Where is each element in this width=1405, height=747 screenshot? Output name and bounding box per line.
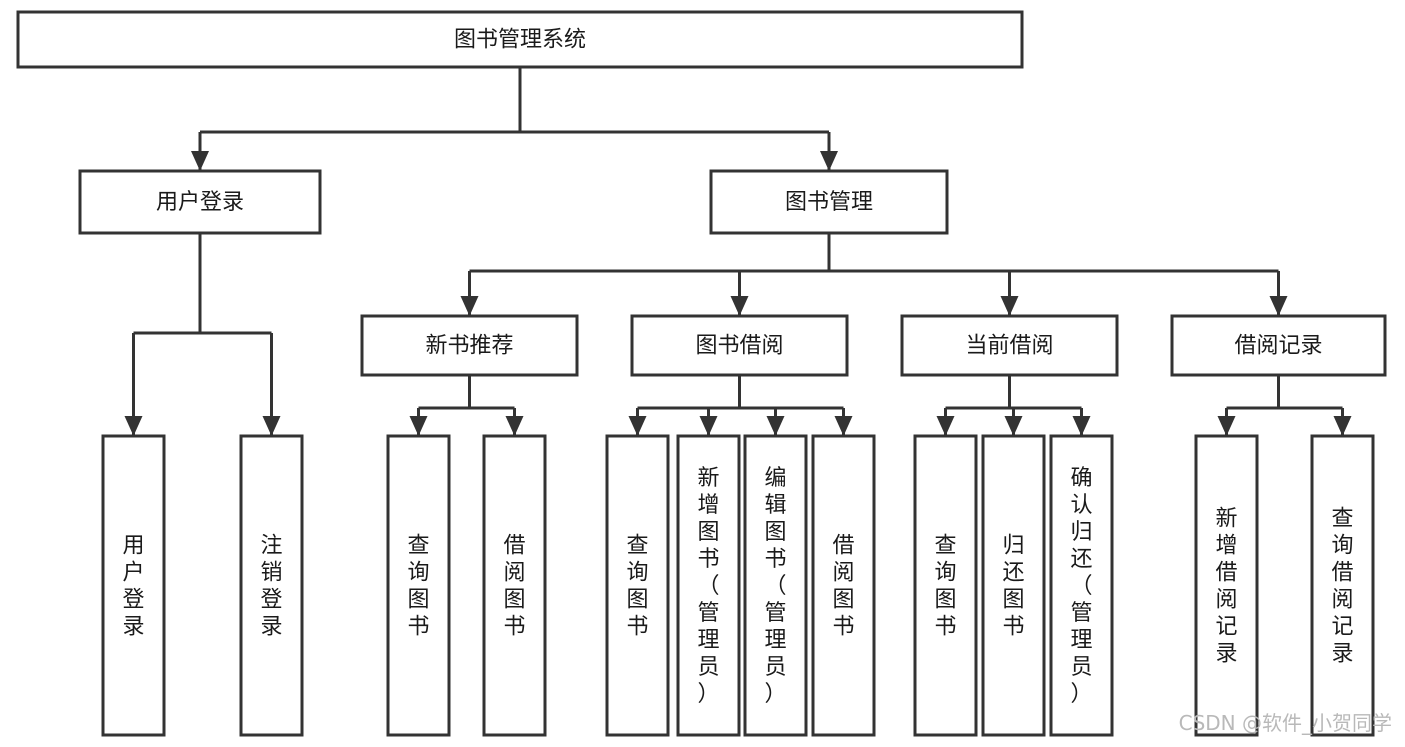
node-box-l-query-book-1[interactable] xyxy=(386,434,451,737)
node-label-l-query-book-2: 查询图书 xyxy=(626,534,648,640)
arrow-head-icon-l-query-record xyxy=(1333,416,1352,436)
node-label-l-add-record: 新增借阅记录 xyxy=(1215,507,1237,667)
node-box-l-query-book-2[interactable] xyxy=(605,434,670,737)
node-l-add-book[interactable]: 新增图书（管理员） xyxy=(676,434,741,737)
node-n-book-borrow[interactable]: 图书借阅 xyxy=(630,314,849,377)
node-l-borrow-book-2[interactable]: 借阅图书 xyxy=(811,434,876,737)
node-l-query-book-1[interactable]: 查询图书 xyxy=(386,434,451,737)
node-box-n-borrow-record[interactable] xyxy=(1170,314,1387,377)
node-label-l-logout: 注销登录 xyxy=(260,534,282,640)
node-box-n-new-book-rec[interactable] xyxy=(360,314,579,377)
node-label-n-book-manage: 图书管理 xyxy=(785,190,873,215)
node-label-l-query-book-3: 查询图书 xyxy=(934,534,956,640)
csdn-watermark: CSDN @软件_小贺同学 xyxy=(1179,711,1392,735)
node-n-borrow-record[interactable]: 借阅记录 xyxy=(1170,314,1387,377)
node-box-l-edit-book[interactable] xyxy=(743,434,808,737)
arrow-head-icon-l-add-record xyxy=(1217,416,1236,436)
node-label-n-book-borrow: 图书借阅 xyxy=(695,334,783,359)
arrow-head-icon-n-borrow-record xyxy=(1269,296,1288,316)
node-box-n-book-manage[interactable] xyxy=(709,169,949,235)
node-l-query-record[interactable]: 查询借阅记录 xyxy=(1310,434,1375,737)
node-box-l-add-record[interactable] xyxy=(1194,434,1259,737)
node-box-n-current-borrow[interactable] xyxy=(900,314,1119,377)
node-box-l-query-record[interactable] xyxy=(1310,434,1375,737)
arrow-head-icon-l-borrow-book-1 xyxy=(505,416,524,436)
arrow-head-icon-n-current-borrow xyxy=(1000,296,1019,316)
node-n-current-borrow[interactable]: 当前借阅 xyxy=(900,314,1119,377)
node-label-l-confirm-return: 确认归还（管理员） xyxy=(1070,466,1092,707)
node-box-l-query-book-3[interactable] xyxy=(913,434,978,737)
node-l-query-book-2[interactable]: 查询图书 xyxy=(605,434,670,737)
node-label-n-new-book-rec: 新书推荐 xyxy=(425,334,513,359)
arrow-head-icon-l-edit-book xyxy=(766,416,785,436)
node-n-new-book-rec[interactable]: 新书推荐 xyxy=(360,314,579,377)
node-l-return-book[interactable]: 归还图书 xyxy=(981,434,1046,737)
node-box-l-confirm-return[interactable] xyxy=(1049,434,1114,737)
node-label-l-borrow-book-2: 借阅图书 xyxy=(832,534,854,640)
node-box-l-logout[interactable] xyxy=(239,434,304,737)
arrow-head-icon-l-query-book-2 xyxy=(628,416,647,436)
node-box-n-user-login[interactable] xyxy=(78,169,322,235)
arrow-head-icon-n-book-manage xyxy=(820,151,838,171)
node-label-l-borrow-book-1: 借阅图书 xyxy=(503,534,525,640)
node-box-l-borrow-book-2[interactable] xyxy=(811,434,876,737)
node-box-n-book-borrow[interactable] xyxy=(630,314,849,377)
node-l-query-book-3[interactable]: 查询图书 xyxy=(913,434,978,737)
node-l-edit-book[interactable]: 编辑图书（管理员） xyxy=(743,434,808,737)
node-box-root[interactable] xyxy=(16,10,1024,69)
node-label-l-edit-book: 编辑图书（管理员） xyxy=(764,466,786,707)
node-label-n-user-login: 用户登录 xyxy=(156,190,244,215)
arrow-head-icon-l-borrow-book-2 xyxy=(834,416,853,436)
node-box-l-borrow-book-1[interactable] xyxy=(482,434,547,737)
node-l-user-login[interactable]: 用户登录 xyxy=(101,434,166,737)
arrow-head-icon-l-add-book xyxy=(699,416,718,436)
arrow-head-icon-l-return-book xyxy=(1004,416,1023,436)
node-label-n-current-borrow: 当前借阅 xyxy=(965,334,1053,359)
arrow-head-icon-l-query-book-3 xyxy=(936,416,955,436)
arrow-head-icon-n-new-book-rec xyxy=(460,296,479,316)
node-l-borrow-book-1[interactable]: 借阅图书 xyxy=(482,434,547,737)
arrow-head-icon-l-user-login xyxy=(124,416,143,436)
node-label-l-user-login: 用户登录 xyxy=(122,534,144,640)
node-label-root: 图书管理系统 xyxy=(454,28,586,53)
node-label-n-borrow-record: 借阅记录 xyxy=(1234,334,1322,359)
node-l-confirm-return[interactable]: 确认归还（管理员） xyxy=(1049,434,1114,737)
node-label-l-add-book: 新增图书（管理员） xyxy=(697,466,719,707)
node-n-book-manage[interactable]: 图书管理 xyxy=(709,169,949,235)
node-box-l-return-book[interactable] xyxy=(981,434,1046,737)
node-box-l-add-book[interactable] xyxy=(676,434,741,737)
node-label-l-return-book: 归还图书 xyxy=(1002,534,1024,640)
node-n-user-login[interactable]: 用户登录 xyxy=(78,169,322,235)
arrow-head-icon-l-confirm-return xyxy=(1072,416,1091,436)
node-label-l-query-record: 查询借阅记录 xyxy=(1331,507,1353,667)
node-label-l-query-book-1: 查询图书 xyxy=(407,534,429,640)
node-layer: 图书管理系统用户登录图书管理新书推荐图书借阅当前借阅借阅记录用户登录注销登录查询… xyxy=(16,10,1387,737)
node-box-l-user-login[interactable] xyxy=(101,434,166,737)
arrow-head-icon-n-user-login xyxy=(191,151,209,171)
node-l-logout[interactable]: 注销登录 xyxy=(239,434,304,737)
node-l-add-record[interactable]: 新增借阅记录 xyxy=(1194,434,1259,737)
node-root[interactable]: 图书管理系统 xyxy=(16,10,1024,69)
arrow-head-icon-n-book-borrow xyxy=(730,296,749,316)
arrow-head-icon-l-logout xyxy=(262,416,281,436)
connector-layer xyxy=(124,67,1352,436)
arrow-head-icon-l-query-book-1 xyxy=(409,416,428,436)
